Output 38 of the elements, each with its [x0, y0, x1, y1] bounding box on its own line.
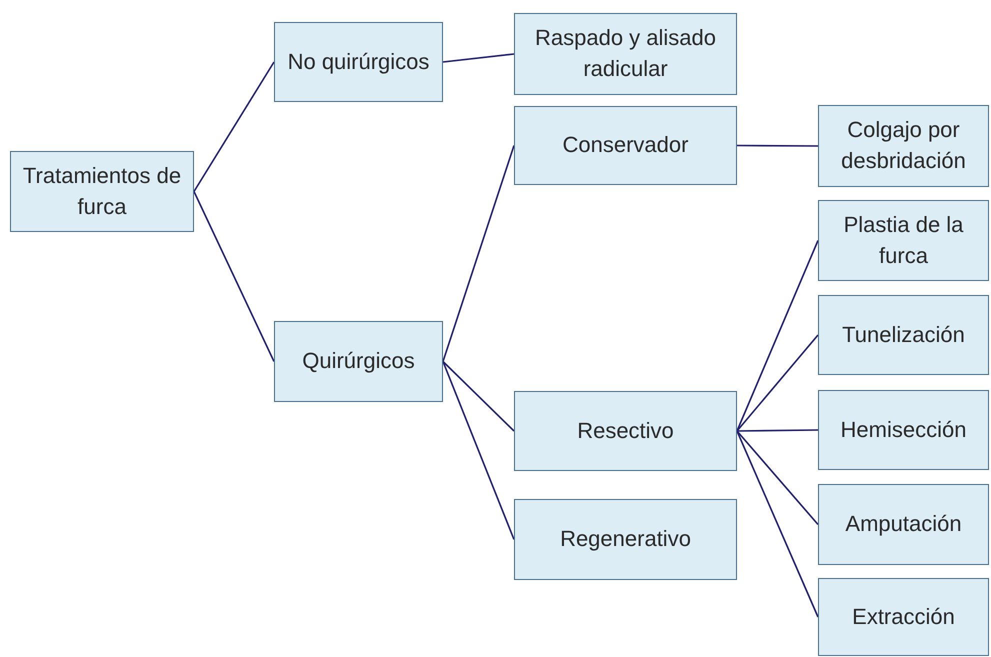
connector-line	[193, 191, 275, 362]
process-box	[274, 22, 443, 102]
node-label: Resectivo	[576, 416, 675, 445]
process-box	[818, 295, 989, 375]
process-box	[818, 105, 989, 187]
connector-line	[736, 430, 819, 618]
process-box	[514, 106, 737, 185]
process-box	[818, 578, 989, 656]
connector-line	[442, 361, 515, 540]
connector-line	[193, 62, 275, 192]
process-box	[514, 391, 737, 471]
node-label: Amputación	[844, 510, 963, 538]
node-label: Tunelización	[841, 320, 966, 349]
node-label: Tratamientos de furca	[22, 162, 182, 220]
connector-line	[736, 334, 819, 432]
connector-line	[442, 360, 515, 432]
process-box	[514, 499, 737, 580]
process-box	[818, 200, 989, 281]
node-label: Plastia de la furca	[842, 210, 964, 270]
node-label: Conservador	[562, 131, 690, 160]
process-box	[274, 321, 443, 402]
node-label: Extracción	[851, 602, 956, 631]
process-box	[514, 13, 737, 95]
node-label: Raspado y alisado radicular	[534, 24, 717, 83]
node-label: No quirúrgicos	[286, 48, 430, 76]
process-box	[818, 390, 989, 470]
connector-line	[736, 240, 819, 432]
connector-line	[442, 145, 515, 362]
node-label: Hemisección	[840, 416, 968, 444]
node-label: Quirúrgicos	[301, 347, 416, 376]
node-label: Regenerativo	[559, 525, 692, 554]
connector-line	[736, 430, 819, 526]
process-box	[818, 484, 989, 565]
node-label: Colgajo por desbridación	[840, 116, 967, 175]
connector-line	[736, 429, 818, 432]
connector-line	[442, 53, 514, 63]
connector-line	[737, 144, 818, 147]
process-box	[10, 151, 194, 232]
